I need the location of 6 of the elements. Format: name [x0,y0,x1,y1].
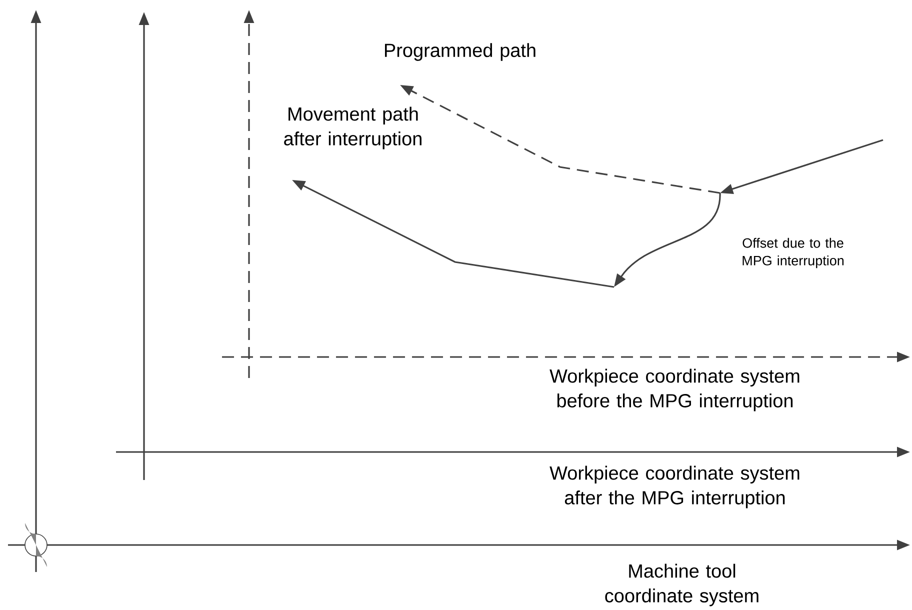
path-label: Programmed path [385,43,536,61]
path-label: Movement path after interruption [284,106,422,150]
offset-label: Offset due to the MPG interruption [742,238,844,268]
axis-label: Workpiece coordinate system after the MPG interruption [550,466,800,508]
axis-label: Machine tool coordinate system [605,564,758,606]
axis-label: Workpiece coordinate system before the MPG interruption [550,368,800,412]
